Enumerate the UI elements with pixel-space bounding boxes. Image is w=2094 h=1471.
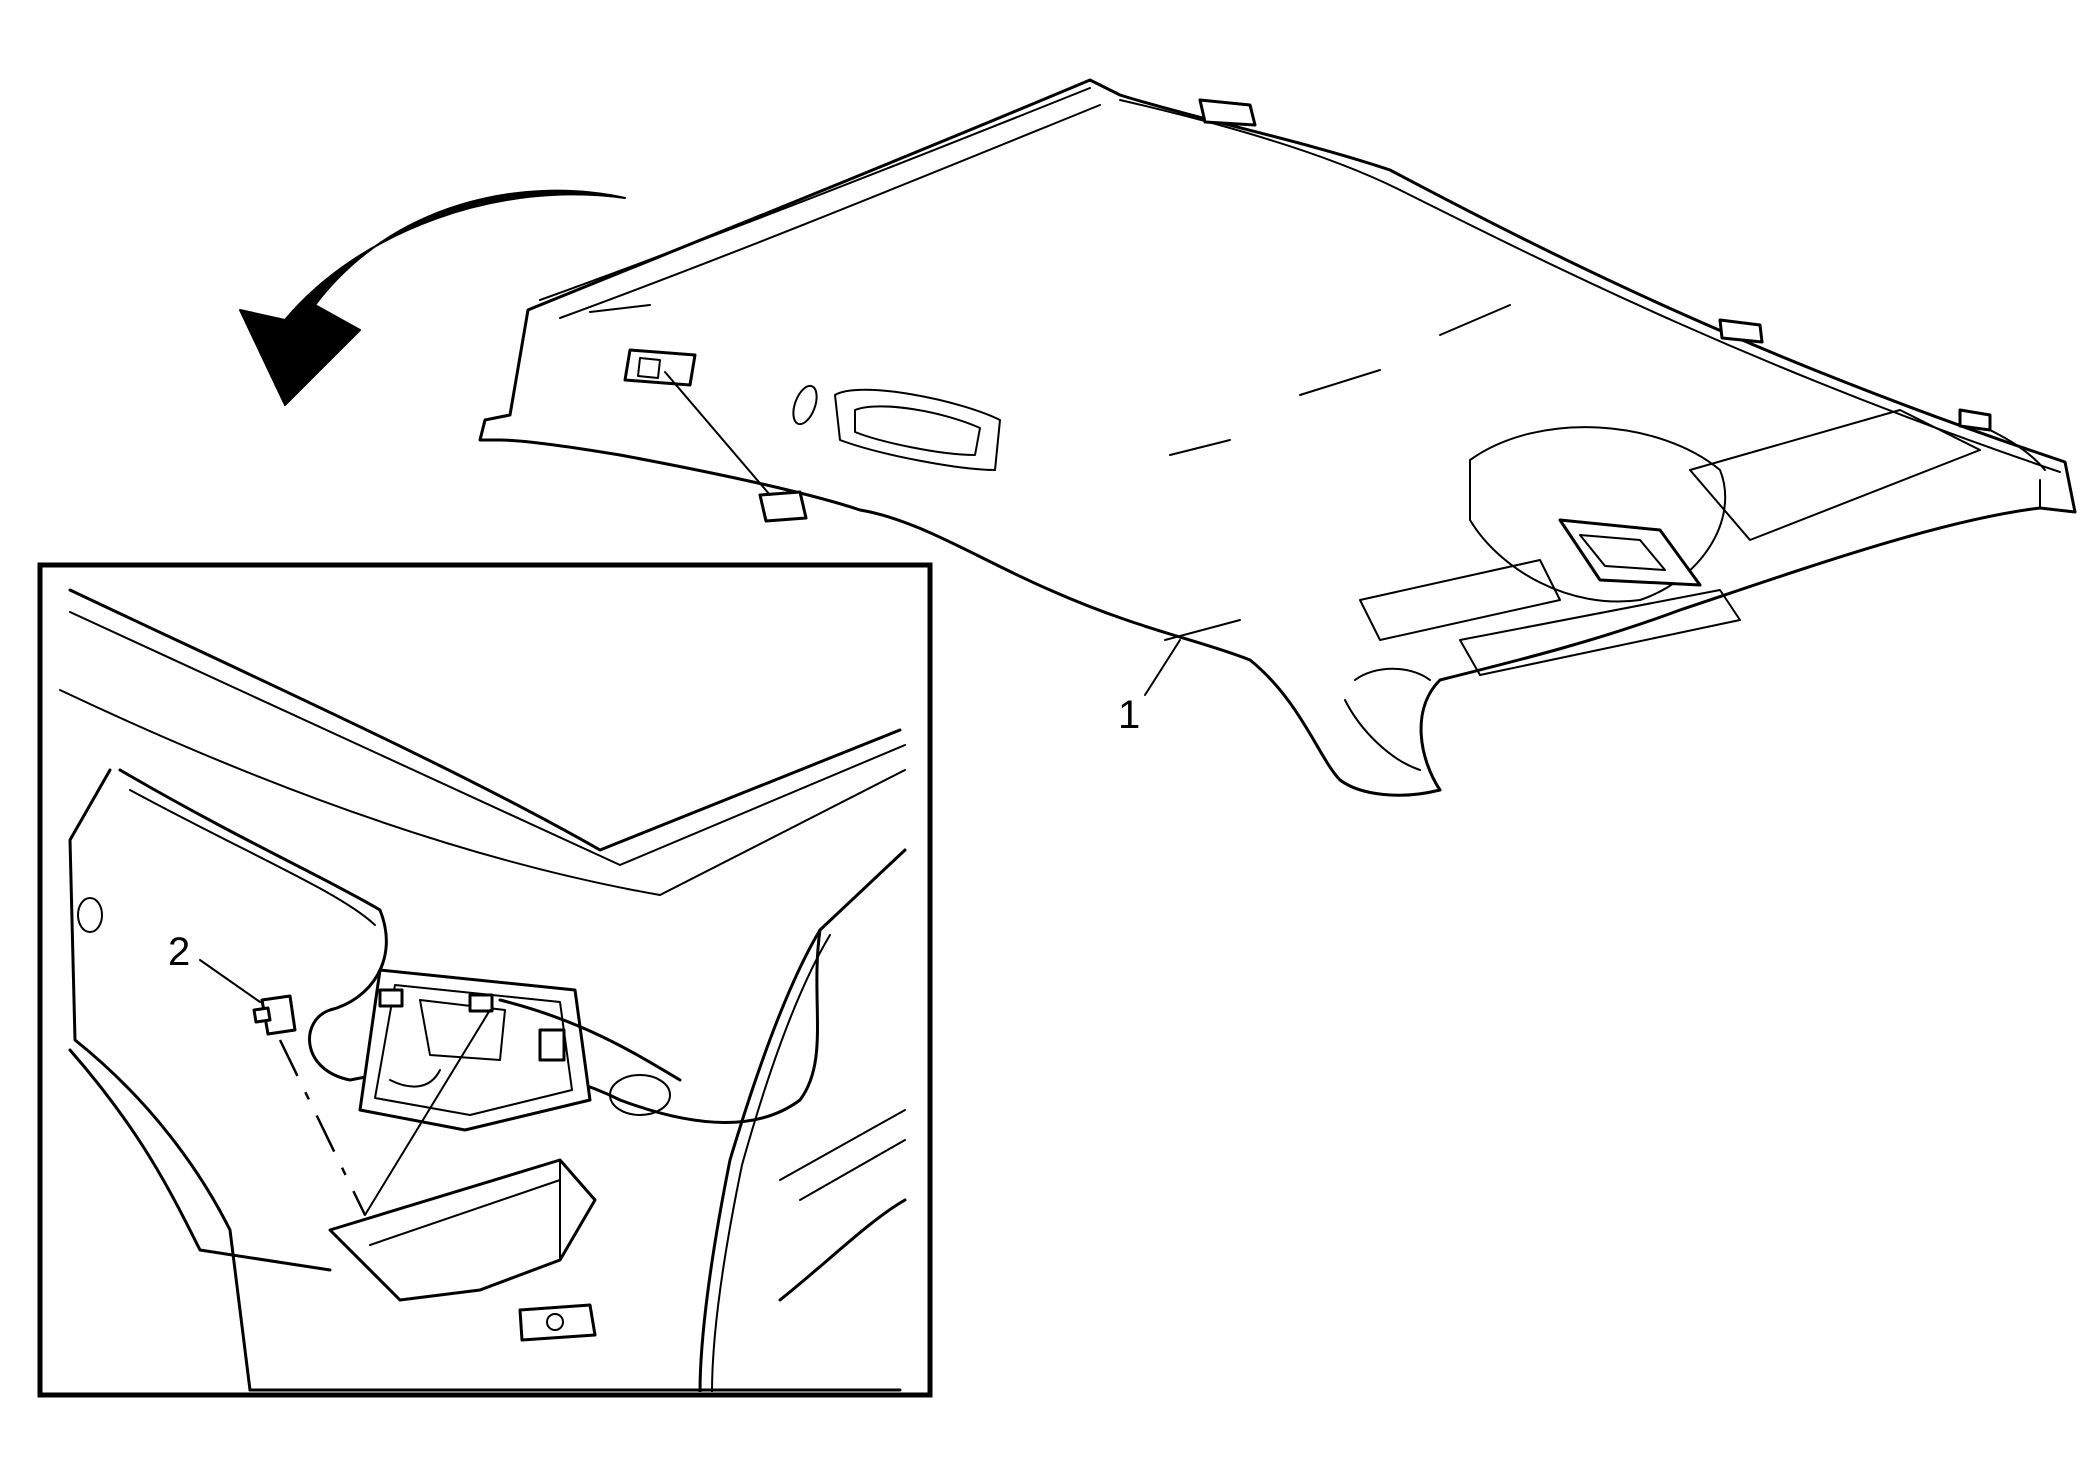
detail-inset: 2 xyxy=(37,562,933,1398)
callout-1: 1 xyxy=(1118,639,1181,737)
connector-part xyxy=(664,371,808,523)
callout-2-label: 2 xyxy=(168,930,190,974)
headliner-panel xyxy=(478,78,2077,797)
curved-arrow-icon xyxy=(239,189,626,406)
callout-1-label: 1 xyxy=(1118,693,1140,737)
